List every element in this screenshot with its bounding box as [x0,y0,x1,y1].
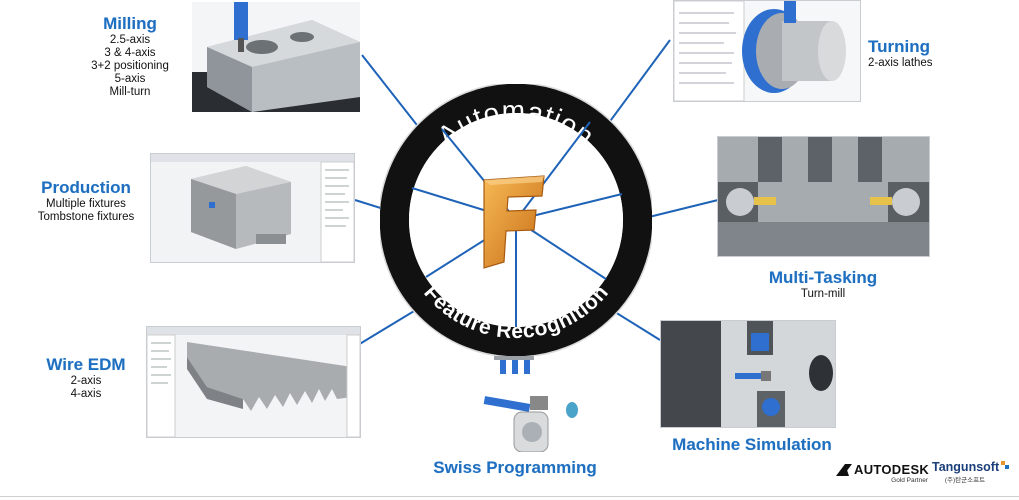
swiss-title: Swiss Programming [433,458,597,477]
simulation-title: Machine Simulation [672,435,832,454]
turning-item: 2-axis lathes [868,57,933,69]
production-title: Production [41,178,131,197]
wire-edm-item: 4-axis [70,388,102,400]
simulation-thumbnail [660,320,836,428]
milling-item: 3+2 positioning [91,60,169,72]
wire-edm-thumbnail [146,326,361,438]
milling-item: 5-axis [114,73,146,85]
center-ring: Automation Feature Recognition [380,84,652,356]
ring-band [380,84,652,356]
autodesk-logo: AUTODESK Gold Partner [836,462,936,484]
autodesk-logo-text: AUTODESK [854,462,930,477]
milling-thumbnail [192,2,360,112]
autodesk-mark-icon [836,463,852,476]
turning-thumbnail [673,0,861,102]
production-item: Tombstone fixtures [37,211,135,223]
milling-item: 2.5-axis [109,34,151,46]
multitasking-item: Turn-mill [800,288,846,300]
turning-title: Turning [868,37,930,56]
multitasking-title: Multi-Tasking [768,268,878,287]
bottom-divider [0,496,1019,497]
swiss-thumbnail [432,352,587,452]
wire-edm-item: 2-axis [70,375,102,387]
milling-item: 3 & 4-axis [104,47,156,59]
wire-edm-title: Wire EDM [46,355,126,374]
milling-item: Mill-turn [109,86,151,98]
partner-logo-text: Tangunsoft [932,460,1000,474]
partner-logo: Tangunsoft (주)탄군소프트 [932,460,1014,484]
fusion-logo-icon [483,175,545,269]
production-item: Multiple fixtures [46,198,126,210]
multitasking-thumbnail [717,136,930,257]
milling-title: Milling [103,14,157,33]
partner-sub-text: (주)탄군소프트 [944,477,986,484]
partner-mark-icon [1001,461,1010,469]
autodesk-sub-text: Gold Partner [891,477,928,484]
production-thumbnail [150,153,355,263]
